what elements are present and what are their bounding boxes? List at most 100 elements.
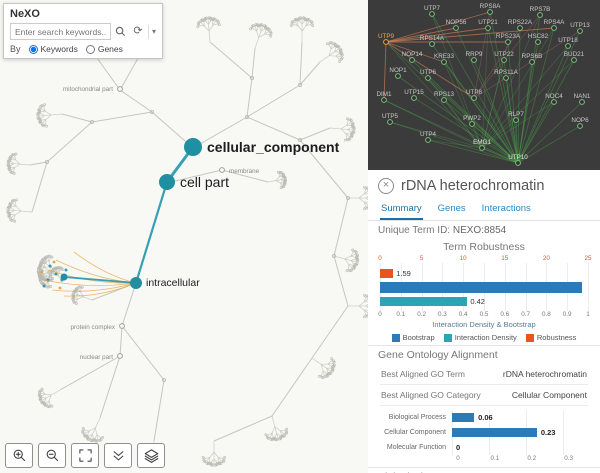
network-node-nop56[interactable] (453, 25, 459, 31)
tab-summary[interactable]: Summary (380, 200, 423, 220)
tree-node-cell-part[interactable] (159, 174, 175, 190)
divider (368, 467, 600, 468)
network-node-nop6[interactable] (577, 123, 583, 129)
network-node-label: NOP14 (402, 51, 423, 58)
search-options: Keywords Genes (28, 44, 123, 54)
tab-interactions[interactable]: Interactions (481, 203, 531, 214)
network-node-rps22a[interactable] (517, 25, 523, 31)
term-title: rDNA heterochromatin (401, 178, 545, 194)
tree-node-membrane[interactable] (219, 167, 225, 173)
zoom-out-button[interactable] (38, 443, 66, 468)
details-tabs: Summary Genes Interactions (368, 198, 600, 221)
network-node-label: RPS7B (530, 6, 551, 13)
network-node-rps14a[interactable] (429, 41, 435, 47)
network-node-bud21[interactable] (571, 57, 577, 63)
network-node-label: UTP5 (382, 113, 399, 120)
network-node-label: EMG1 (473, 139, 491, 146)
network-node-rps13[interactable] (441, 97, 447, 103)
network-node-rps7b[interactable] (537, 12, 543, 18)
radio-genes[interactable] (85, 44, 95, 54)
network-node-rlp7[interactable] (513, 117, 519, 123)
network-node-rps4a[interactable] (551, 25, 557, 31)
network-node-noc4[interactable] (551, 99, 557, 105)
tree-node-nuclear-part[interactable] (117, 353, 123, 359)
network-node-emg1[interactable] (479, 145, 485, 151)
network-node-nop1[interactable] (395, 73, 401, 79)
network-node-label: RPS8A (480, 3, 501, 10)
close-icon[interactable]: × (378, 178, 394, 194)
network-node-utp21[interactable] (485, 25, 491, 31)
network-node-rps8a[interactable] (487, 9, 493, 15)
fit-to-screen-button[interactable] (71, 443, 99, 468)
reset-icon[interactable]: ⟳ (133, 25, 143, 37)
search-icon[interactable] (114, 25, 128, 39)
layers-icon (144, 449, 158, 463)
network-node-rps23a[interactable] (505, 39, 511, 45)
term-robustness-title: Term Robustness (443, 241, 525, 253)
network-node-rrp9[interactable] (471, 57, 477, 63)
search-input[interactable] (10, 23, 111, 40)
network-node-utp18[interactable] (565, 43, 571, 49)
network-node-label: HSC82 (528, 33, 549, 40)
network-node-utp22[interactable] (501, 57, 507, 63)
network-node-nop14[interactable] (409, 57, 415, 63)
network-node-label: UTP9 (378, 33, 395, 40)
tree-node-intracellular[interactable] (130, 277, 142, 289)
tree-node-label: mitochondrial part (63, 86, 113, 93)
network-node-utp15[interactable] (411, 95, 417, 101)
network-node-label: NOP1 (389, 67, 407, 74)
network-node-label: BUD21 (564, 51, 585, 58)
network-node-label: RPS11A (494, 69, 518, 76)
divider (368, 345, 600, 346)
search-mode-keywords[interactable]: Keywords (28, 44, 78, 54)
layers-button[interactable] (137, 443, 165, 468)
network-node-utp5[interactable] (387, 119, 393, 125)
network-node-utp7[interactable] (429, 11, 435, 17)
search-dropdown-icon[interactable]: ▾ (151, 27, 156, 36)
tree-node-mitochondrial-part[interactable] (117, 86, 123, 92)
tree-node-cellular-component[interactable] (184, 138, 202, 156)
search-mode-genes[interactable]: Genes (85, 44, 123, 54)
network-node-utp8[interactable] (471, 95, 477, 101)
network-node-label: NOP56 (446, 19, 467, 26)
radio-keywords[interactable] (28, 44, 38, 54)
network-node-label: PWP2 (463, 115, 481, 122)
unique-term-id-label: Unique Term ID: (378, 225, 451, 236)
network-node-hsc82[interactable] (535, 39, 541, 45)
network-node-pwp2[interactable] (469, 121, 475, 127)
network-node-label: UTP4 (420, 131, 437, 138)
network-node-rps11a[interactable] (503, 75, 509, 81)
network-node-label: UTP10 (508, 154, 528, 161)
bootstrap-bar (380, 281, 588, 293)
network-node-utp13[interactable] (577, 28, 583, 34)
network-node-label: RRP9 (466, 51, 483, 58)
network-node-label: UTP22 (494, 51, 514, 58)
network-node-utp9[interactable] (383, 39, 389, 45)
collapse-levels-button[interactable] (104, 443, 132, 468)
network-node-rps6b[interactable] (529, 59, 535, 65)
tab-genes[interactable]: Genes (437, 203, 466, 214)
network-node-utp6[interactable] (425, 75, 431, 81)
network-node-kre33[interactable] (441, 59, 447, 65)
network-node-label: DIM1 (376, 91, 392, 98)
network-node-label: RLP7 (508, 111, 524, 118)
network-node-label: RPS23A (496, 33, 521, 40)
tree-node-protein-complex[interactable] (119, 323, 125, 329)
zoom-in-button[interactable] (5, 443, 33, 468)
network-node-dim1[interactable] (381, 97, 387, 103)
network-node-nan1[interactable] (579, 99, 585, 105)
network-node-utp4[interactable] (425, 137, 431, 143)
network-node-utp10[interactable] (515, 160, 521, 166)
